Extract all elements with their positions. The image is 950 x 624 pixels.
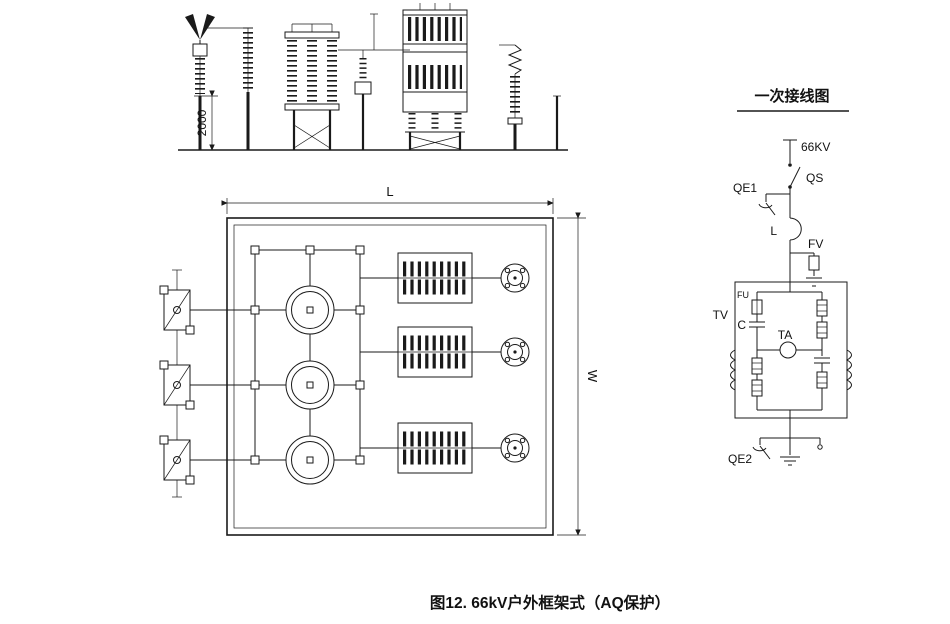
surge-arrester-elevation xyxy=(499,44,523,150)
capacitor-rack-plan xyxy=(397,252,473,304)
post-insulator-elevation xyxy=(243,27,253,150)
label-qe2: QE2 xyxy=(728,452,752,466)
capacitor-rack-elevation xyxy=(402,3,468,150)
label-qs: QS xyxy=(806,171,823,185)
capacitor-rack-plan xyxy=(397,326,473,378)
label-qe1: QE1 xyxy=(733,181,757,195)
disconnector-qs-symbol xyxy=(788,163,801,189)
width-dimension-label: W xyxy=(585,370,600,383)
terminal-post-elevation xyxy=(553,95,561,150)
plan-bus-lines xyxy=(190,249,501,462)
figure-caption: 图12. 66kV户外框架式（AQ保护） xyxy=(430,593,670,612)
width-dimension: W xyxy=(557,212,600,536)
flange-terminal xyxy=(500,263,530,293)
coil-left xyxy=(730,349,737,391)
earth-switch-qe2-symbol xyxy=(752,437,823,466)
plan-boundary xyxy=(226,217,554,536)
label-ta: TA xyxy=(778,328,792,342)
label-l: L xyxy=(770,224,777,238)
height-dimension: 2000 xyxy=(194,90,218,151)
label-66kv: 66KV xyxy=(801,140,830,154)
schematic-title: 一次接线图 xyxy=(754,87,829,105)
reactor-stand-elevation xyxy=(284,23,340,150)
bushing-circles xyxy=(285,285,335,485)
capacitor-rack-plan xyxy=(397,422,473,474)
bushing-circle xyxy=(285,360,335,410)
plan-view: L W xyxy=(159,184,600,536)
flange-terminal xyxy=(500,337,530,367)
label-tv: TV xyxy=(713,308,728,322)
elevation-view: 2000 xyxy=(178,3,568,151)
filter-block xyxy=(730,281,852,438)
capacitor-racks-plan xyxy=(397,252,473,474)
length-dimension: L xyxy=(221,184,554,214)
flange-terminal xyxy=(500,433,530,463)
length-dimension-label: L xyxy=(386,184,393,199)
arrester-fv-symbol xyxy=(790,252,822,287)
reactor-symbol xyxy=(789,217,802,241)
flange-terminals xyxy=(500,263,530,463)
height-dimension-label: 2000 xyxy=(195,109,209,136)
current-transformer-symbol xyxy=(779,341,797,359)
label-fu: FU xyxy=(737,290,749,300)
support-insulator-elevation xyxy=(338,13,410,150)
earth-switch-qe1-symbol xyxy=(758,193,790,216)
junction-squares xyxy=(250,245,365,465)
disconnector-elevation xyxy=(185,14,245,150)
label-fv: FV xyxy=(808,237,823,251)
bushing-circle xyxy=(285,435,335,485)
label-c: C xyxy=(737,318,746,332)
coil-right xyxy=(845,349,852,391)
schematic: 一次接线图 66KV QS QE1 L xyxy=(713,87,852,466)
bushing-circle xyxy=(285,285,335,335)
disconnector-plan xyxy=(159,269,195,498)
